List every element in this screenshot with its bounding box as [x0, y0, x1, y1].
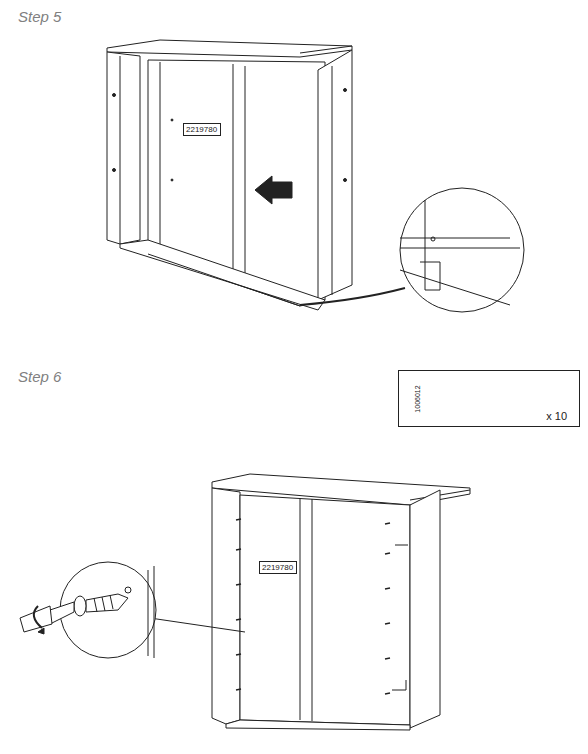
part-number: 1006012 — [413, 385, 420, 412]
screwdriver-detail — [20, 562, 245, 658]
cabinet-step5 — [107, 40, 524, 312]
step-label: Step 5 — [18, 8, 61, 25]
screw-marks — [236, 519, 390, 694]
part-number-tag: 2219780 — [183, 123, 221, 136]
part-number-tag: 2219780 — [259, 561, 297, 574]
quantity: x 10 — [546, 410, 567, 422]
cabinet-step6 — [212, 474, 470, 730]
step-label: Step 6 — [18, 368, 61, 385]
part-number: 2219780 — [262, 563, 294, 572]
part-number: 2219780 — [186, 125, 218, 134]
parts-box: 1006012 x 10 — [398, 370, 580, 427]
